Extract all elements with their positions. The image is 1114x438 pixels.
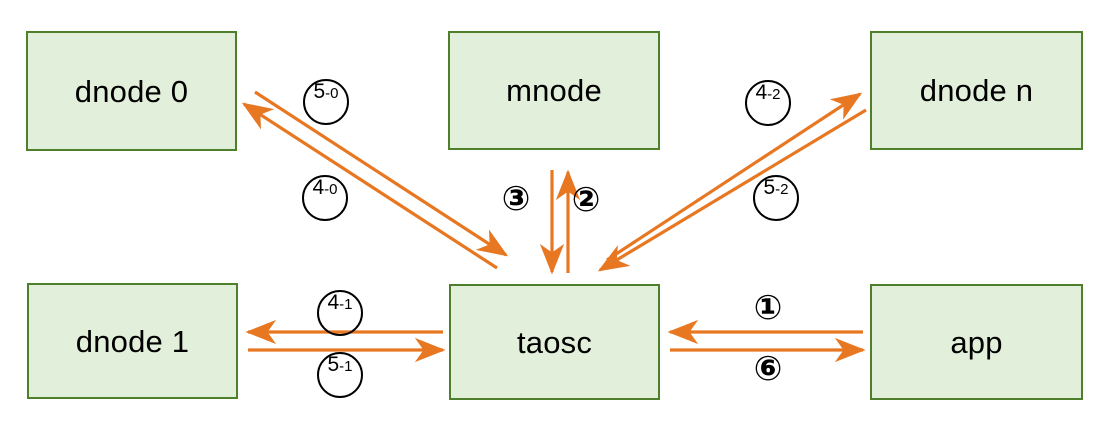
arrow-dnoden-to-taosc (597, 108, 867, 272)
arrow-taosc-to-dnoden (606, 92, 863, 262)
step-marker-sub-m-5-2: -2 (775, 181, 789, 198)
step-marker-m-2: ② (571, 180, 601, 220)
node-box-app[interactable]: app (870, 284, 1083, 400)
arrow-taosc-to-dnode0 (241, 102, 498, 270)
step-marker-sub-m-4-1: -1 (339, 296, 353, 313)
step-marker-main-m-4-0: 4 (312, 176, 325, 199)
step-marker-sub-m-4-2: -2 (767, 86, 781, 103)
step-marker-m-5-2: 5-2 (753, 175, 799, 221)
step-marker-main-m-5-1: 5 (327, 353, 340, 376)
step-marker-main-m-5-0: 5 (313, 80, 326, 103)
step-marker-m-4-0: 4-0 (302, 175, 348, 221)
node-label-mnode: mnode (506, 73, 602, 108)
step-marker-m-4-1: 4-1 (317, 290, 363, 336)
node-box-dnode0[interactable]: dnode 0 (26, 31, 237, 151)
step-marker-sub-m-4-0: -0 (324, 181, 338, 198)
step-marker-m-1: ① (753, 288, 783, 328)
node-label-dnode0: dnode 0 (74, 73, 189, 109)
node-box-dnoden[interactable]: dnode n (870, 31, 1083, 150)
step-marker-m-3: ③ (501, 179, 531, 219)
node-label-app: app (950, 324, 1003, 360)
step-marker-sub-m-5-0: -0 (325, 85, 339, 102)
step-marker-main-m-4-1: 4 (327, 291, 340, 314)
step-marker-main-m-5-2: 5 (763, 176, 776, 199)
node-box-taosc[interactable]: taosc (449, 284, 660, 400)
step-marker-main-m-4-2: 4 (755, 81, 768, 104)
node-box-dnode1[interactable]: dnode 1 (27, 283, 238, 399)
step-marker-sub-m-5-1: -1 (339, 358, 353, 375)
step-marker-m-5-1: 5-1 (317, 352, 363, 398)
node-label-dnoden: dnode n (919, 73, 1034, 108)
node-box-mnode[interactable]: mnode (448, 31, 660, 150)
node-label-taosc: taosc (516, 324, 593, 360)
step-marker-m-4-2: 4-2 (745, 80, 791, 126)
step-marker-m-6: ⑥ (753, 349, 783, 389)
node-label-dnode1: dnode 1 (75, 323, 190, 359)
arrow-dnode0-to-taosc (254, 90, 509, 257)
step-marker-m-5-0: 5-0 (303, 79, 349, 125)
